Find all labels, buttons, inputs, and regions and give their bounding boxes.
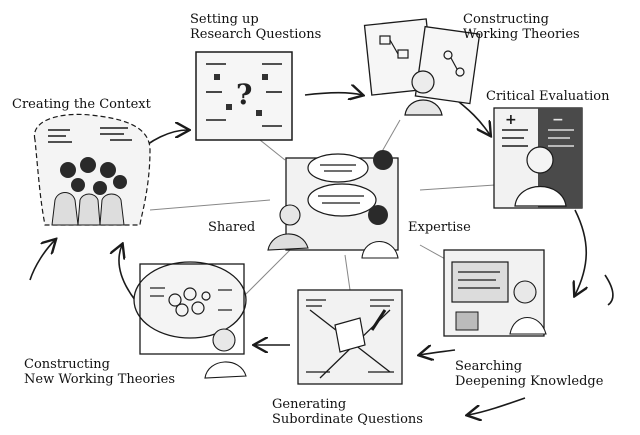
creating-context-illustration	[34, 114, 150, 225]
label-working-line2: Working Theories	[463, 27, 580, 42]
svg-text:?: ?	[236, 78, 252, 111]
svg-text:−: −	[552, 112, 564, 128]
arrow-research-to-working	[305, 93, 362, 95]
label-subordinate: Generating Subordinate Questions	[272, 397, 423, 427]
label-subordinate-line1: Generating	[272, 397, 423, 412]
critical-evaluation-illustration: + −	[494, 108, 582, 208]
label-research-line1: Setting up	[190, 12, 321, 27]
arrow-outer-left	[30, 240, 55, 280]
label-searching: Searching Deepening Knowledge	[455, 359, 603, 389]
label-working-line1: Constructing	[463, 12, 580, 27]
shared-expertise-illustration	[268, 150, 398, 258]
arrow-searching-to-subordinate	[420, 350, 455, 355]
label-new-theories: Constructing New Working Theories	[24, 357, 175, 387]
label-searching-line1: Searching	[455, 359, 603, 374]
arrow-evaluation-to-searching	[575, 210, 586, 295]
label-research-questions: Setting up Research Questions	[190, 12, 321, 42]
label-critical-evaluation: Critical Evaluation	[486, 89, 609, 104]
svg-text:+: +	[505, 112, 517, 128]
arrow-outer-right	[605, 275, 613, 305]
label-working-theories: Constructing Working Theories	[463, 12, 580, 42]
label-searching-line2: Deepening Knowledge	[455, 374, 603, 389]
label-shared: Shared	[208, 220, 255, 235]
label-new-theories-line1: Constructing	[24, 357, 175, 372]
research-questions-illustration: ?	[196, 52, 292, 140]
arrow-outer-bottom	[468, 398, 525, 415]
searching-illustration	[444, 250, 546, 336]
label-subordinate-line2: Subordinate Questions	[272, 412, 423, 427]
label-expertise: Expertise	[408, 220, 471, 235]
label-research-line2: Research Questions	[190, 27, 321, 42]
label-creating-context: Creating the Context	[12, 97, 151, 112]
label-new-theories-line2: New Working Theories	[24, 372, 175, 387]
arrow-newtheories-to-context	[119, 245, 135, 300]
subordinate-questions-illustration	[298, 290, 402, 384]
